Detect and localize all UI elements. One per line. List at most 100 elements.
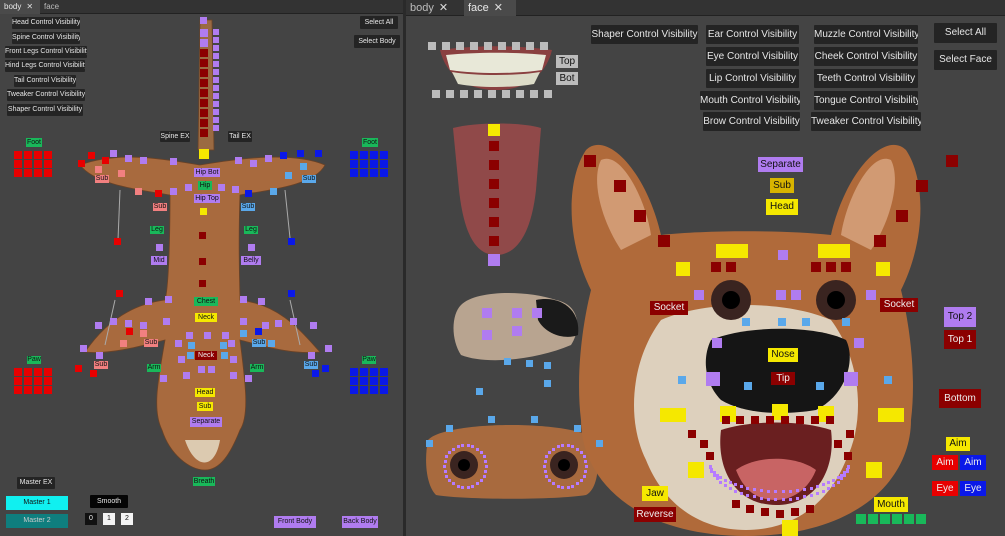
smooth-button[interactable]: Smooth [90, 495, 128, 508]
smooth-2-button[interactable]: 2 [121, 513, 133, 525]
paw-left-label[interactable]: Paw [27, 356, 41, 364]
eye-lid-dot[interactable] [545, 455, 548, 458]
eye-lid-dot[interactable] [467, 444, 470, 447]
lip-control-dot[interactable] [810, 487, 813, 490]
lip-control-dot[interactable] [782, 498, 785, 501]
body-control[interactable] [240, 296, 247, 303]
teeth-bot-control[interactable] [446, 90, 454, 98]
body-control[interactable] [170, 158, 177, 165]
body-control[interactable] [221, 352, 228, 359]
master-ex-button[interactable]: Master EX [17, 477, 55, 489]
foot-right-label[interactable]: Foot [362, 138, 378, 147]
foot-right-control[interactable] [360, 169, 368, 177]
eye-lid-dot[interactable] [480, 451, 483, 454]
lip-control-dot[interactable] [827, 481, 830, 484]
eye-lid-dot[interactable] [448, 479, 451, 482]
body-control[interactable] [178, 356, 185, 363]
lip-control-dot[interactable] [753, 495, 756, 498]
eye-lid-dot[interactable] [452, 482, 455, 485]
lip-control-dot[interactable] [832, 484, 835, 487]
head-sub-control[interactable]: Sub [197, 402, 213, 411]
face-control[interactable] [700, 440, 708, 448]
lip-control-dot[interactable] [822, 490, 825, 493]
foot-right-control[interactable] [380, 169, 388, 177]
lip-control-dot[interactable] [774, 498, 777, 501]
eye-lid-dot[interactable] [457, 485, 460, 488]
tongue-tip-control[interactable] [488, 254, 500, 266]
tail-tweaker-control[interactable] [213, 53, 219, 59]
tail-control[interactable] [200, 39, 208, 47]
socket-left-control[interactable]: Socket [650, 301, 688, 315]
body-control[interactable] [218, 184, 225, 191]
jaw-reverse-control[interactable]: Reverse [634, 507, 676, 522]
lip-control-dot[interactable] [713, 471, 716, 474]
tongue-control[interactable] [489, 160, 499, 170]
eye-lid-dot[interactable] [585, 465, 588, 468]
body-control[interactable] [275, 320, 282, 327]
select-body-button[interactable]: Select Body [354, 35, 400, 48]
body-control[interactable] [245, 190, 252, 197]
lip-control-dot[interactable] [710, 468, 713, 471]
body-control[interactable] [186, 332, 193, 339]
eye-lid-dot[interactable] [571, 485, 574, 488]
face-control[interactable] [846, 430, 854, 438]
face-control[interactable] [796, 416, 804, 424]
eye-lid-dot[interactable] [445, 455, 448, 458]
sub-hip-left[interactable]: Sub [153, 203, 167, 211]
lip-control-dot[interactable] [796, 497, 799, 500]
lip-control-dot[interactable] [840, 474, 843, 477]
shaper-visibility-button[interactable]: Shaper Control Visibility [7, 104, 83, 116]
body-control[interactable] [245, 375, 252, 382]
face-control[interactable] [732, 500, 740, 508]
body-control[interactable] [165, 296, 172, 303]
lip-control-dot[interactable] [816, 485, 819, 488]
eye-lid-dot[interactable] [483, 455, 486, 458]
body-control[interactable] [310, 322, 317, 329]
paw-right-control[interactable] [360, 368, 368, 376]
tail-ex-button[interactable]: Tail EX [228, 131, 252, 142]
body-control[interactable] [75, 365, 82, 372]
head-visibility-button[interactable]: Head Control Visibility [12, 17, 80, 29]
lip-control-dot[interactable] [816, 492, 819, 495]
lip-control-dot[interactable] [716, 477, 719, 480]
top-2-control[interactable]: Top 2 [944, 307, 976, 327]
eye-lid-dot[interactable] [580, 479, 583, 482]
arm-left-control[interactable]: Arm [147, 364, 161, 372]
face-control[interactable] [811, 416, 819, 424]
sub-control[interactable]: Sub [770, 178, 794, 193]
teeth-top-control[interactable] [498, 42, 506, 50]
lip-control-dot[interactable] [746, 487, 749, 490]
mouth-control[interactable] [856, 514, 866, 524]
tail-control[interactable] [200, 29, 208, 37]
eye-lid-dot[interactable] [467, 486, 470, 489]
body-control[interactable] [185, 184, 192, 191]
eye-lid-dot[interactable] [543, 465, 546, 468]
eye-lid-dot[interactable] [461, 444, 464, 447]
front-body-control[interactable]: Front Body [274, 516, 316, 528]
paw-right-control[interactable] [370, 368, 378, 376]
brow-visibility-button[interactable]: Brow Control Visibility [703, 112, 800, 131]
spine-base-control[interactable] [199, 149, 209, 159]
teeth-top-control[interactable] [526, 42, 534, 50]
body-control[interactable] [155, 190, 162, 197]
tail-tweaker-control[interactable] [213, 109, 219, 115]
body-control[interactable] [322, 365, 329, 372]
sub-front-left-2[interactable]: Sub [94, 361, 108, 369]
face-control[interactable] [676, 262, 690, 276]
body-control[interactable] [163, 318, 170, 325]
paw-left-control[interactable] [44, 377, 52, 385]
body-control[interactable] [255, 328, 262, 335]
tail-control[interactable] [200, 59, 208, 67]
body-control[interactable] [285, 172, 292, 179]
teeth-bot-control[interactable] [474, 90, 482, 98]
mouth-control[interactable] [916, 514, 926, 524]
body-control[interactable] [300, 163, 307, 170]
tail-control[interactable] [200, 119, 208, 127]
body-control[interactable] [240, 330, 247, 337]
body-control[interactable] [288, 238, 295, 245]
sub-front-left[interactable]: Sub [144, 339, 158, 347]
teeth-top-control[interactable] [484, 42, 492, 50]
belly-control[interactable]: Belly [241, 256, 261, 265]
eye-lid-dot[interactable] [484, 470, 487, 473]
front-legs-visibility-button[interactable]: Front Legs Control Visibility [5, 46, 87, 58]
